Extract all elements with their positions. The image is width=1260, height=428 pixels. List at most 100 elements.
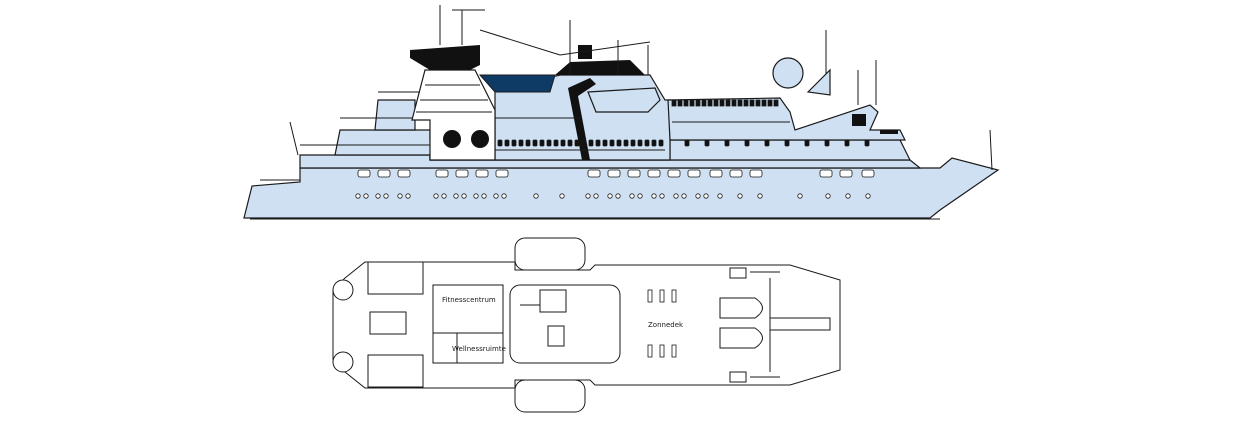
window — [764, 139, 770, 147]
window — [553, 139, 559, 147]
porthole — [825, 193, 831, 199]
window — [713, 99, 719, 107]
porthole — [355, 193, 361, 199]
porthole-large — [471, 130, 489, 148]
porthole — [865, 193, 871, 199]
window — [627, 169, 641, 178]
window — [525, 139, 531, 147]
lifeboat — [514, 379, 586, 413]
porthole — [615, 193, 621, 199]
window — [844, 139, 850, 147]
bridge-window-band — [478, 74, 556, 93]
porthole — [481, 193, 487, 199]
porthole — [607, 193, 613, 199]
window — [729, 169, 743, 178]
window — [864, 139, 870, 147]
porthole — [441, 193, 447, 199]
window — [574, 139, 580, 147]
window — [704, 139, 710, 147]
window — [707, 99, 713, 107]
window — [495, 169, 509, 178]
window — [671, 99, 677, 107]
bow-pool — [719, 327, 763, 349]
window — [761, 99, 767, 107]
window — [689, 99, 695, 107]
window — [861, 169, 875, 178]
elevator — [539, 289, 567, 313]
window — [518, 139, 524, 147]
upper-deck-dark — [555, 60, 645, 75]
lifeboat — [514, 237, 586, 271]
bridge-top — [410, 45, 480, 70]
porthole — [659, 193, 665, 199]
porthole — [593, 193, 599, 199]
window — [743, 99, 749, 107]
aft-superstructure — [667, 97, 906, 141]
aft-window — [852, 114, 866, 126]
window — [602, 139, 608, 147]
window — [504, 139, 510, 147]
porthole — [703, 193, 709, 199]
sundeck-label: Zonnedek — [648, 321, 684, 329]
porthole-large — [443, 130, 461, 148]
porthole — [383, 193, 389, 199]
rigging-line — [479, 29, 561, 56]
wellness-label: Wellnessruimte — [452, 345, 506, 353]
bench — [729, 371, 747, 383]
porthole — [629, 193, 635, 199]
window — [377, 169, 391, 178]
window — [804, 139, 810, 147]
fitness-wellness-block — [432, 284, 504, 364]
aft-stack — [806, 68, 831, 96]
window — [623, 139, 629, 147]
window — [587, 169, 601, 178]
window — [435, 169, 449, 178]
window — [667, 169, 681, 178]
window — [532, 139, 538, 147]
window — [701, 99, 707, 107]
spiral-stair — [332, 279, 354, 301]
window — [824, 139, 830, 147]
stern-flagpole — [289, 121, 299, 156]
porthole — [637, 193, 643, 199]
window — [819, 169, 833, 178]
porthole — [737, 193, 743, 199]
porthole — [651, 193, 657, 199]
window — [609, 139, 615, 147]
rigging-line — [559, 41, 651, 56]
radar-dome — [772, 57, 804, 89]
window — [709, 169, 723, 178]
window — [567, 139, 573, 147]
hull — [243, 157, 1000, 219]
window-row-mid — [497, 139, 870, 147]
porthole — [845, 193, 851, 199]
window — [588, 139, 594, 147]
window — [725, 99, 731, 107]
window — [651, 139, 657, 147]
porthole-row — [355, 193, 871, 199]
porthole — [681, 193, 687, 199]
window-row-lower — [357, 169, 875, 178]
aft-window — [880, 130, 898, 134]
bow-pool — [719, 297, 763, 319]
window — [637, 139, 643, 147]
window — [767, 99, 773, 107]
window — [744, 139, 750, 147]
porthole — [501, 193, 507, 199]
porthole — [473, 193, 479, 199]
window — [749, 169, 763, 178]
sun-lounger — [647, 344, 653, 358]
window — [737, 99, 743, 107]
sun-lounger — [659, 289, 665, 303]
porthole — [375, 193, 381, 199]
stairwell — [547, 325, 565, 347]
window — [560, 139, 566, 147]
ship-side-profile — [243, 5, 1000, 220]
porthole — [695, 193, 701, 199]
window — [724, 139, 730, 147]
window — [497, 139, 503, 147]
stern-room — [367, 354, 424, 388]
porthole — [363, 193, 369, 199]
window — [607, 169, 621, 178]
